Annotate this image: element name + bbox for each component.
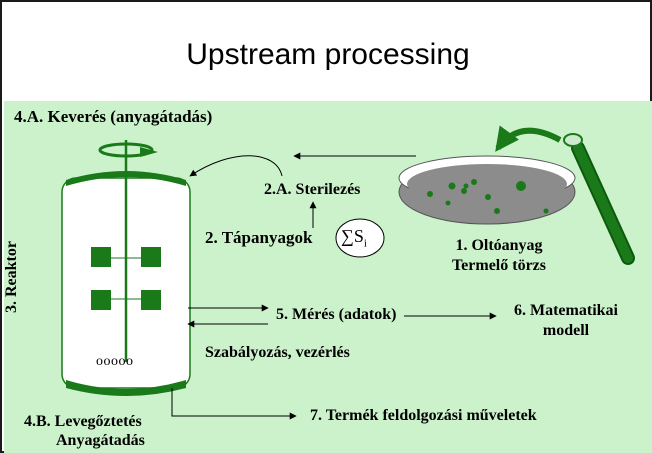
label-nutrients: 2. Tápanyagok	[205, 228, 313, 247]
label-aeration-line2: Anyagátadás	[56, 432, 145, 449]
inoculation-loop-icon	[495, 125, 635, 265]
label-control: Szabályozás, vezérlés	[205, 344, 350, 361]
impeller-upper	[91, 247, 161, 267]
label-processing: 7. Termék feldolgozási műveletek	[310, 407, 537, 424]
impeller-lower	[91, 290, 161, 310]
petri-dish	[398, 155, 576, 225]
nutrient-sum-bubble	[335, 218, 385, 258]
slide-title: Upstream processing	[186, 38, 470, 71]
label-math-model-line1: 6. Matematikai	[514, 302, 618, 319]
reactor-top-cap	[66, 171, 186, 186]
label-mixing: 4.A. Keverés (anyagátadás)	[14, 107, 213, 126]
sum-symbol-main: ∑S	[341, 226, 364, 246]
label-reactor: 3. Reaktor	[2, 241, 20, 313]
colony-dots	[427, 179, 549, 214]
sparger-holes: ooooo	[96, 354, 134, 369]
label-math-model-line2: modell	[542, 322, 590, 339]
label-measurement: 5. Mérés (adatok)	[276, 306, 397, 323]
arrow-reactor-to-processing	[171, 388, 297, 420]
arrow-sterile-to-reactor	[189, 155, 283, 177]
sum-symbol-sub: i	[363, 237, 367, 250]
label-aeration-line1: 4.B. Levegőztetés	[24, 413, 142, 430]
label-inoculum: 1. Oltóanyag	[455, 237, 543, 254]
sum-symbol: ∑Si	[341, 226, 367, 250]
label-strain: Termelő törzs	[451, 257, 547, 274]
reactor-bottom-cap	[66, 380, 186, 396]
rotation-arrow-icon	[98, 142, 158, 158]
label-sterilization: 2.A. Sterilezés	[264, 181, 361, 198]
